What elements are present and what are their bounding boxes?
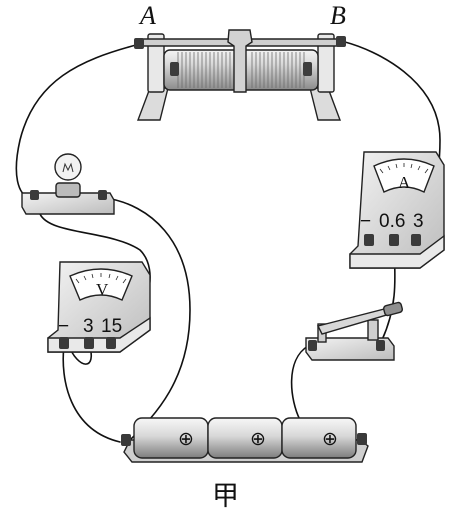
battery-pack: ⊕ ⊕ ⊕	[121, 417, 369, 463]
voltmeter: V − 3 15	[47, 261, 151, 353]
ammeter-terminal-minus[interactable]	[364, 234, 374, 246]
rheostat-terminal-a[interactable]	[134, 38, 144, 49]
label-a: A	[138, 1, 156, 30]
lamp-socket	[55, 182, 81, 198]
voltmeter-terminal-15[interactable]	[106, 337, 116, 349]
ammeter-front	[349, 234, 445, 269]
wire-rheostat-a-to-lamp	[15, 44, 137, 199]
switch-blade[interactable]	[316, 307, 391, 335]
lamp-filament	[62, 162, 74, 173]
switch-clip-post	[367, 319, 379, 341]
voltmeter-terminal-15-label: 15	[101, 316, 122, 337]
battery-terminal-right[interactable]	[357, 433, 367, 445]
battery-cell-1	[133, 417, 209, 459]
switch-base	[305, 337, 395, 361]
label-b: B	[330, 1, 346, 30]
lamp	[21, 153, 115, 215]
ammeter: A − 0.6 3	[349, 151, 445, 269]
voltmeter-dial	[69, 268, 133, 301]
rheostat-left-leg	[136, 87, 169, 121]
ammeter-terminal-0.6[interactable]	[389, 234, 399, 246]
ammeter-terminal-3-label: 3	[413, 211, 424, 232]
battery-cell-3	[281, 417, 357, 459]
voltmeter-terminal-minus-label: −	[58, 316, 69, 337]
battery-terminal-left[interactable]	[121, 434, 131, 446]
ammeter-terminal-0.6-label: 0.6	[379, 211, 405, 232]
lamp-terminal-left[interactable]	[30, 190, 39, 200]
rheostat-coil-windings	[177, 52, 305, 88]
ammeter-symbol: A	[398, 173, 411, 192]
battery-cell-3-symbol: ⊕	[322, 429, 338, 450]
rheostat: A B	[134, 1, 346, 121]
lamp-bulb	[54, 153, 82, 181]
battery-cell-2	[207, 417, 283, 459]
switch-terminal-right[interactable]	[376, 340, 385, 351]
ammeter-terminal-3[interactable]	[411, 234, 421, 246]
wire-voltmeter-to-battery	[62, 344, 121, 443]
lamp-terminal-right[interactable]	[98, 190, 107, 200]
wire-lamp-to-battery	[105, 197, 191, 441]
switch-handle[interactable]	[382, 301, 404, 317]
voltmeter-terminal-3-label: 3	[83, 316, 94, 337]
ammeter-terminal-minus-label: −	[360, 211, 371, 232]
voltmeter-symbol: V	[96, 280, 109, 299]
ammeter-scale-ticks	[379, 163, 429, 174]
figure-caption: 甲	[212, 481, 239, 512]
voltmeter-scale-ticks	[75, 273, 127, 284]
lamp-base-board	[21, 192, 115, 215]
switch	[305, 301, 404, 361]
switch-terminal-left[interactable]	[308, 340, 317, 351]
voltmeter-terminal-3[interactable]	[84, 337, 94, 349]
voltmeter-front	[47, 316, 151, 353]
rheostat-slider[interactable]	[227, 29, 253, 93]
rheostat-coil-cap-left	[170, 62, 179, 76]
rheostat-terminal-b[interactable]	[336, 36, 346, 47]
voltmeter-terminal-minus[interactable]	[59, 337, 69, 349]
rheostat-coil-cap-right	[303, 62, 312, 76]
battery-cell-2-symbol: ⊕	[250, 429, 266, 450]
rheostat-right-leg	[309, 87, 342, 121]
battery-cell-1-symbol: ⊕	[178, 429, 194, 450]
